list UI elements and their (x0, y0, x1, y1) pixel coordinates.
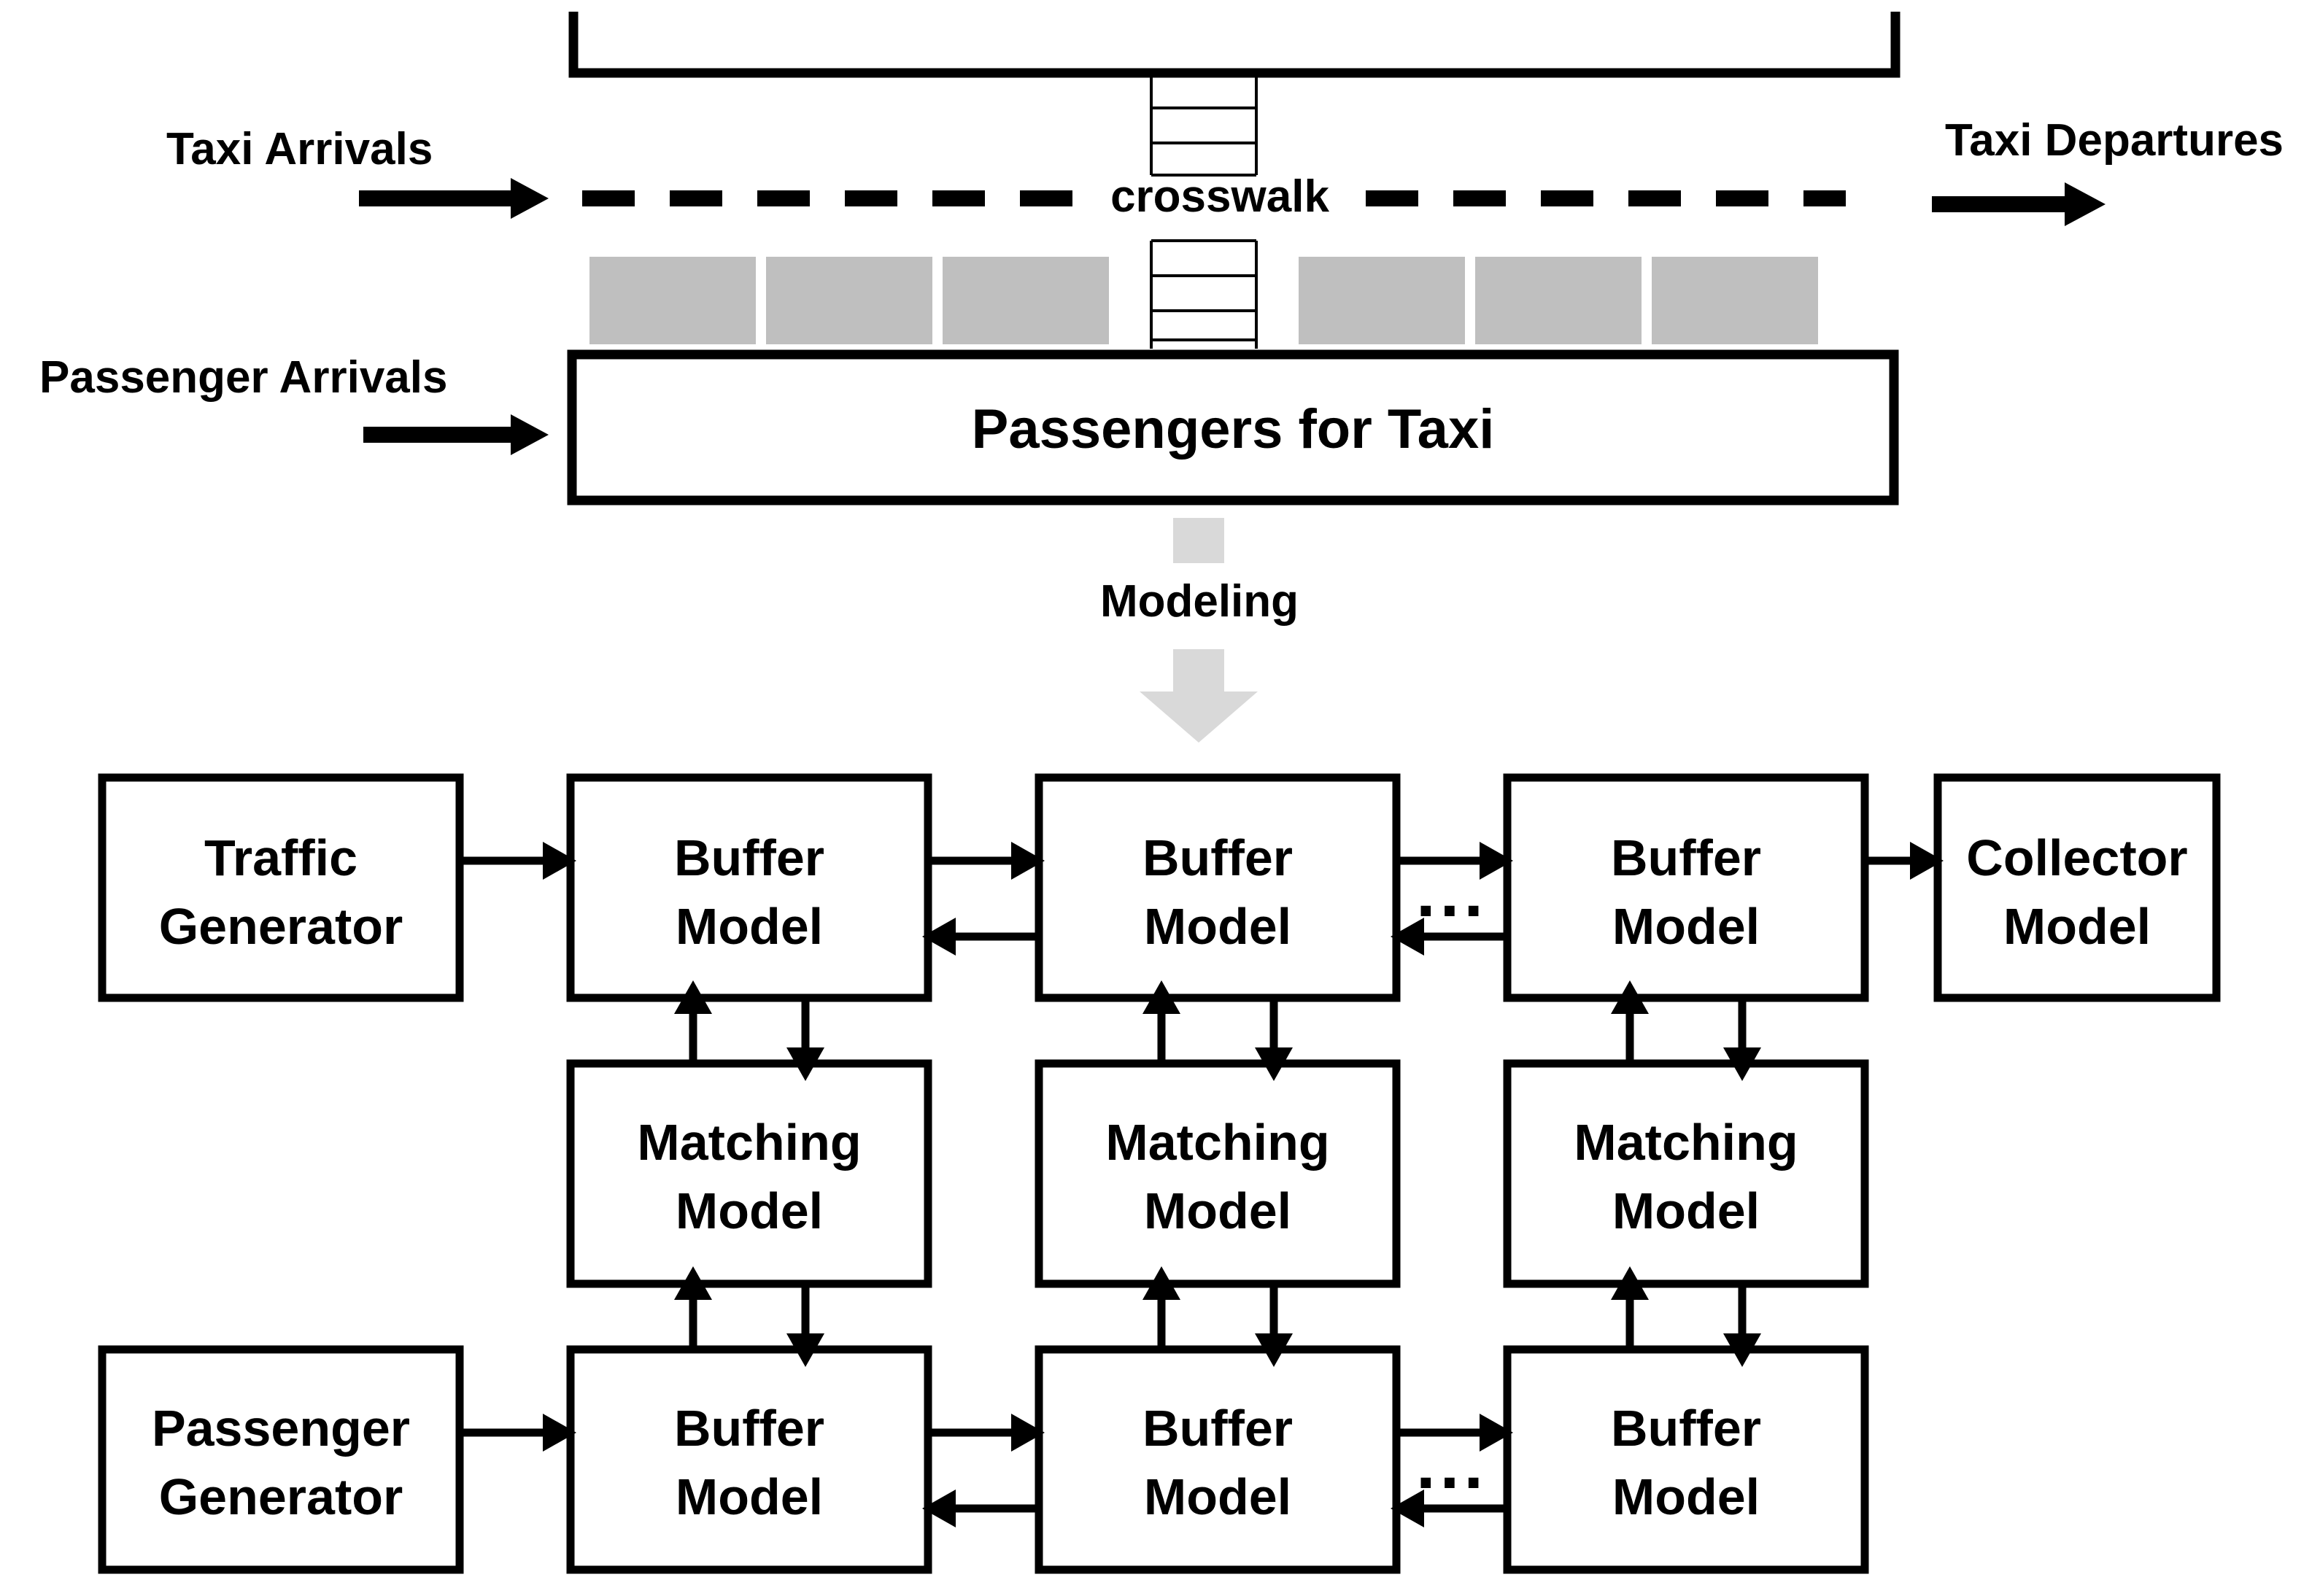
buffer-model-top-2-line1: Buffer (1142, 829, 1293, 886)
taxi-cell (943, 257, 1109, 344)
matching-model-1-line1: Matching (637, 1114, 861, 1171)
traffic-generator-box[interactable] (98, 773, 464, 1002)
taxi-departures-label: Taxi Departures (1945, 115, 2284, 166)
connector-buffer2-to-buffer1 (922, 918, 1039, 956)
matching-model-1-line2: Model (676, 1182, 823, 1239)
matching-model-2-box[interactable] (1035, 1059, 1401, 1288)
passenger-generator-box[interactable] (98, 1345, 464, 1574)
connector-bufferbottom2-up-to-matching2 (1142, 1266, 1180, 1349)
buffer-model-bottom-2-line1: Buffer (1142, 1400, 1293, 1457)
connector-buffer1-to-buffer2 (928, 842, 1045, 880)
connector-buffertop3-down-to-matching3 (1723, 998, 1761, 1081)
connector-matching3-down-to-bufferbottom3 (1723, 1284, 1761, 1367)
buffer-model-top-1-box[interactable] (566, 773, 932, 1002)
connector-matching1-up-to-buffertop1 (674, 980, 712, 1064)
modeling-transition: Modeling (1100, 518, 1299, 743)
buffer-model-bottom-2-line2: Model (1144, 1468, 1291, 1525)
buffer-model-top-2-line2: Model (1144, 898, 1291, 955)
buffer-model-top-3-line2: Model (1612, 898, 1760, 955)
connector-bbuffer2-to-bbuffer3 (1396, 1414, 1513, 1452)
connector-buffertop1-down-to-matching1 (786, 998, 824, 1081)
buffer-model-top-1-line1: Buffer (674, 829, 824, 886)
connector-matching2-up-to-buffertop2 (1142, 980, 1180, 1064)
taxi-cell (1299, 257, 1465, 344)
buffer-model-bottom-2-box[interactable] (1035, 1345, 1401, 1574)
modeling-arrow-stub (1173, 518, 1224, 563)
buffer-model-bottom-3-line2: Model (1612, 1468, 1760, 1525)
taxi-departures-arrow-icon (1932, 182, 2106, 226)
matching-model-3-line2: Model (1612, 1182, 1760, 1239)
taxi-cell (1475, 257, 1642, 344)
passengers-for-taxi-box (567, 349, 1899, 505)
modeling-down-arrow-icon (1140, 649, 1258, 743)
traffic-generator-line2: Generator (159, 898, 403, 955)
buffer-model-top-2-box[interactable] (1035, 773, 1401, 1002)
connector-matching1-down-to-bufferbottom1 (786, 1284, 824, 1367)
matching-model-3-box[interactable] (1503, 1059, 1869, 1288)
taxi-cell (589, 257, 756, 344)
buffer-model-bottom-1-line1: Buffer (674, 1400, 824, 1457)
matching-model-2-line1: Matching (1105, 1114, 1329, 1171)
passengers-for-taxi-label: Passengers for Taxi (972, 398, 1495, 460)
connector-matching2-down-to-bufferbottom2 (1255, 1284, 1293, 1367)
passenger-generator-line1: Passenger (152, 1400, 410, 1457)
matching-model-3-line1: Matching (1574, 1114, 1798, 1171)
connector-bbuffer2-to-bbuffer1 (922, 1490, 1039, 1527)
connector-buffertop2-down-to-matching2 (1255, 998, 1293, 1081)
traffic-generator-line1: Traffic (204, 829, 357, 886)
connector-bufferbottom1-up-to-matching1 (674, 1266, 712, 1349)
taxi-cell (766, 257, 932, 344)
ellipsis-top: ... (1416, 853, 1488, 931)
connector-buffer3-to-collector (1865, 842, 1944, 880)
connector-traffic-to-buffer1 (460, 842, 576, 880)
connector-matching3-up-to-buffertop3 (1611, 980, 1649, 1064)
ellipsis-bottom: ... (1416, 1425, 1488, 1503)
connector-bbuffer3-to-bbuffer2 (1391, 1490, 1507, 1527)
buffer-model-top-3-line1: Buffer (1611, 829, 1761, 886)
passenger-arrivals-label: Passenger Arrivals (39, 352, 447, 403)
collector-model-line1: Collector (1966, 829, 2187, 886)
buffer-model-top-3-box[interactable] (1503, 773, 1869, 1002)
buffer-model-bottom-3-box[interactable] (1503, 1345, 1869, 1574)
buffer-model-bottom-3-line1: Buffer (1611, 1400, 1761, 1457)
connector-bbuffer1-to-bbuffer2 (928, 1414, 1045, 1452)
passenger-arrivals-arrow-icon (363, 414, 549, 455)
passenger-generator-line2: Generator (159, 1468, 403, 1525)
model-diagram: Traffic Generator Buffer Model Buffer Mo… (98, 773, 2221, 1574)
connector-bufferbottom3-up-to-matching3 (1611, 1266, 1649, 1349)
crosswalk-lower-ladder (1150, 239, 1258, 349)
collector-model-box[interactable] (1933, 773, 2221, 1002)
buffer-model-top-1-line2: Model (676, 898, 823, 955)
buffer-model-bottom-1-line2: Model (676, 1468, 823, 1525)
crosswalk-label: crosswalk (1110, 171, 1329, 222)
connector-buffer3-to-buffer2 (1391, 918, 1507, 956)
connector-passengergen-to-buffer1 (460, 1414, 576, 1452)
connector-buffer2-to-buffer3 (1396, 842, 1513, 880)
collector-model-line2: Model (2003, 898, 2151, 955)
buffer-model-bottom-1-box[interactable] (566, 1345, 932, 1574)
taxi-cell (1652, 257, 1818, 344)
crosswalk-upper-ladder (1150, 73, 1258, 177)
upper-curb-line (568, 12, 1901, 78)
matching-model-2-line2: Model (1144, 1182, 1291, 1239)
modeling-label: Modeling (1100, 576, 1299, 627)
taxi-arrivals-arrow-icon (359, 178, 549, 219)
road-scene: crosswalk Passengers for Taxi Ta (39, 12, 2284, 505)
matching-model-1-box[interactable] (566, 1059, 932, 1288)
taxi-arrivals-label: Taxi Arrivals (166, 124, 433, 174)
